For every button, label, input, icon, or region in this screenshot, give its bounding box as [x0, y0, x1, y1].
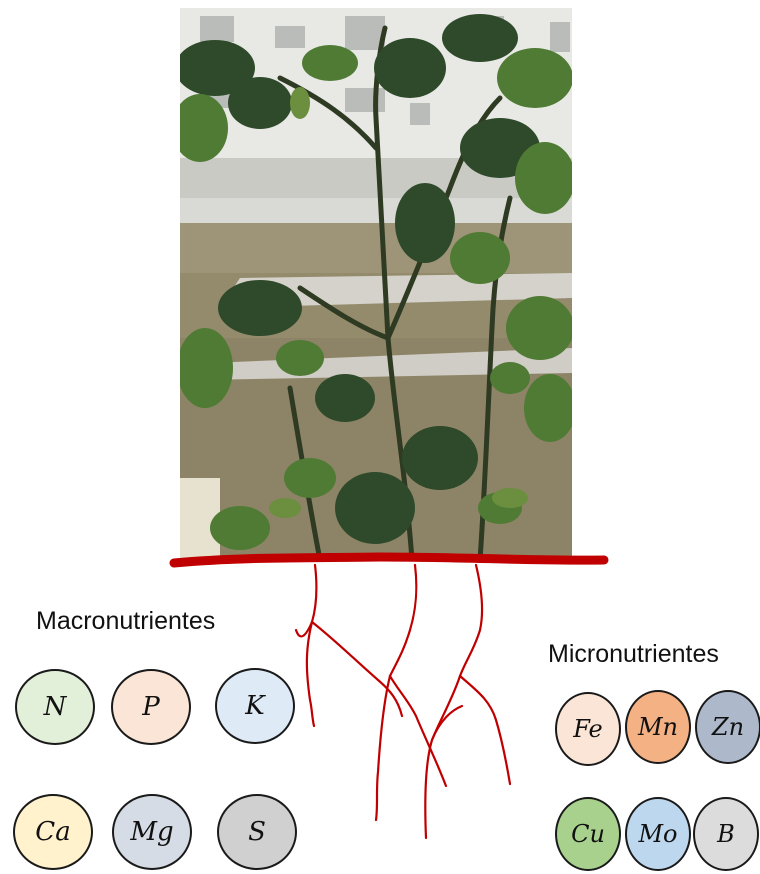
plant-photo-illustration: [180, 8, 572, 560]
nutrient-n: N: [15, 669, 95, 745]
nutrient-fe: Fe: [555, 692, 621, 766]
nutrient-ca: Ca: [13, 794, 93, 870]
nutrient-s: S: [217, 794, 297, 870]
nutrient-mo: Mo: [625, 797, 691, 871]
nutrient-b: B: [693, 797, 759, 871]
plant-photo: [180, 8, 572, 560]
nutrient-mg: Mg: [112, 794, 192, 870]
nutrient-k: K: [215, 668, 295, 744]
nutrient-cu: Cu: [555, 797, 621, 871]
nutrient-p: P: [111, 669, 191, 745]
root-system: [296, 565, 510, 838]
macronutrients-title: Macronutrientes: [36, 607, 215, 636]
nutrient-mn: Mn: [625, 690, 691, 764]
nutrient-zn: Zn: [695, 690, 760, 764]
micronutrients-title: Micronutrientes: [548, 640, 719, 669]
